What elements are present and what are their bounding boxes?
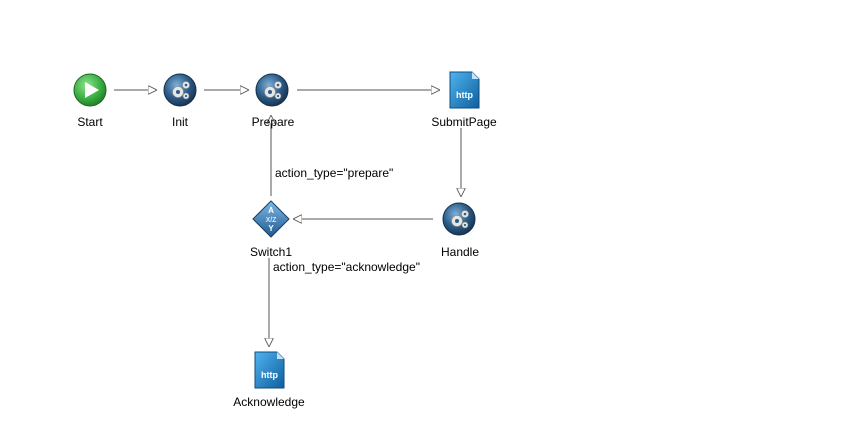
node-label-submitpage: SubmitPage <box>431 115 497 129</box>
edge-label-prepare: action_type="prepare" <box>275 166 394 180</box>
acknowledge-http-icon[interactable]: http <box>254 351 285 389</box>
submitpage-http-icon[interactable]: http <box>449 71 480 109</box>
node-label-init: Init <box>171 115 189 129</box>
svg-text:X/Z: X/Z <box>266 217 278 224</box>
node-label-start: Start <box>77 115 103 129</box>
node-label-handle: Handle <box>440 245 480 259</box>
svg-text:Y: Y <box>268 224 274 233</box>
svg-text:A: A <box>268 206 274 215</box>
handle-gear-icon[interactable] <box>442 202 476 236</box>
switch1-diamond-icon[interactable]: A X/Z Y <box>252 200 290 238</box>
init-gear-icon[interactable] <box>163 73 197 107</box>
submitpage-http-text: http <box>456 90 473 100</box>
edges <box>114 90 461 346</box>
edge-label-acknowledge: action_type="acknowledge" <box>273 260 420 274</box>
node-label-acknowledge: Acknowledge <box>233 395 305 409</box>
start-play-icon[interactable] <box>73 73 107 107</box>
node-label-prepare: Prepare <box>251 115 295 129</box>
prepare-gear-icon[interactable] <box>255 73 289 107</box>
acknowledge-http-text: http <box>261 370 278 380</box>
node-label-switch1: Switch1 <box>249 245 293 259</box>
